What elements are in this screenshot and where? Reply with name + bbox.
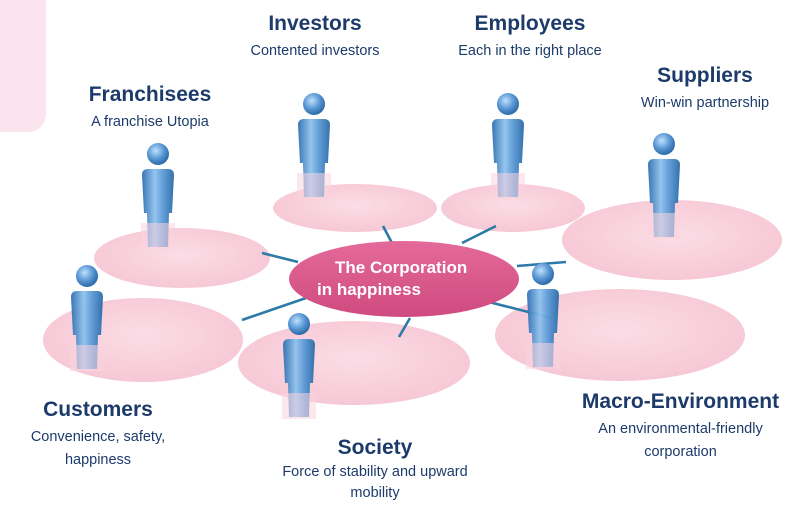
franchisees-description: A franchise Utopia: [91, 114, 209, 130]
investors-description: Contented investors: [250, 43, 380, 59]
investors-title: Investors: [268, 12, 362, 35]
macro-environment-description-line2: corporation: [644, 444, 717, 460]
corner-tab: [0, 0, 46, 132]
connector-customers: [241, 296, 307, 322]
label-suppliers: Suppliers Win-win partnership: [610, 64, 800, 115]
suppliers-description: Win-win partnership: [640, 95, 770, 111]
franchisees-title: Franchisees: [88, 83, 212, 106]
label-customers: Customers Convenience, safety, happiness: [0, 398, 196, 472]
society-description: Force of stability and upward mobility: [245, 462, 505, 504]
platform-suppliers: [562, 200, 782, 280]
customers-description: Convenience, safety, happiness: [0, 426, 196, 472]
person-icon-franchisees: [141, 143, 175, 249]
label-society: Society Force of stability and upward mo…: [245, 436, 505, 504]
society-description-line1: Force of stability and upward: [282, 464, 468, 480]
macro-environment-description-line1: An environmental-friendly: [598, 421, 763, 437]
society-description-line2: mobility: [350, 485, 400, 501]
person-icon-customers: [70, 265, 104, 371]
connector-franchisees: [261, 251, 299, 264]
customers-description-line1: Convenience, safety,: [30, 429, 166, 445]
hub-label-line2: in happiness: [317, 280, 421, 299]
person-icon-investors: [297, 93, 331, 199]
platform-society: [238, 321, 470, 405]
person-icon-society: [282, 313, 316, 419]
employees-description: Each in the right place: [458, 43, 602, 59]
suppliers-title: Suppliers: [657, 64, 753, 87]
employees-title: Employees: [474, 12, 586, 35]
person-icon-employees: [491, 93, 525, 199]
macro-environment-title: Macro-Environment: [581, 390, 780, 413]
hub-ellipse: [289, 241, 519, 317]
customers-description-line2: happiness: [64, 452, 132, 468]
label-macro-environment: Macro-Environment An environmental-frien…: [560, 390, 801, 464]
platform-franchisees: [94, 228, 270, 288]
label-employees: Employees Each in the right place: [420, 12, 640, 63]
label-investors: Investors Contented investors: [215, 12, 415, 63]
connector-investors: [381, 225, 394, 244]
connector-employees: [461, 224, 497, 245]
person-icon-suppliers: [647, 133, 681, 239]
label-franchisees: Franchisees A franchise Utopia: [50, 83, 250, 134]
customers-title: Customers: [43, 398, 153, 421]
platform-employees: [441, 184, 585, 232]
figures: [70, 93, 681, 419]
connector-society: [397, 317, 412, 338]
hub-label-line1: The Corporation: [335, 258, 468, 277]
person-icon-macro-environment: [526, 263, 560, 369]
society-title: Society: [337, 436, 413, 459]
hub-label: The Corporation in happiness: [297, 257, 517, 301]
macro-environment-description: An environmental-friendly corporation: [560, 418, 801, 464]
